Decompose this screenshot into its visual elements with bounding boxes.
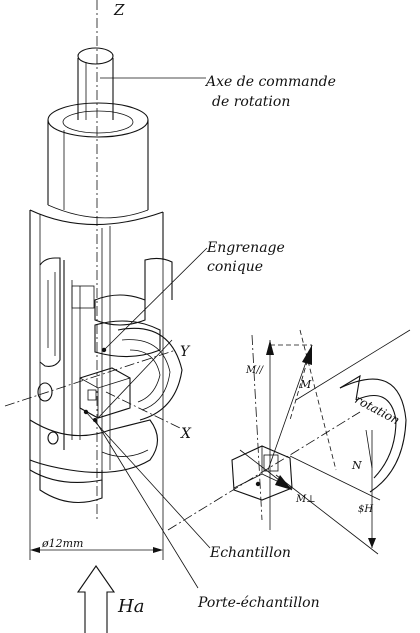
engrenage-label-line1: Engrenage bbox=[206, 240, 285, 256]
field-label: Ha bbox=[117, 596, 144, 617]
x-axis-label: X bbox=[180, 426, 192, 442]
porte-echantillon-label: Porte-échantillon bbox=[197, 595, 320, 611]
normal-label: N bbox=[351, 459, 362, 472]
dimension-label: ø12mm bbox=[41, 537, 83, 550]
leader-lines bbox=[85, 77, 211, 589]
field-h-label: $H bbox=[358, 504, 373, 515]
housing-body bbox=[29, 209, 183, 503]
x-axis-line bbox=[105, 391, 181, 429]
m-perp-label: M⊥ bbox=[295, 494, 316, 505]
engrenage-label-line2: conique bbox=[207, 259, 263, 275]
echantillon-label: Echantillon bbox=[209, 545, 291, 561]
y-axis-line bbox=[4, 349, 177, 407]
field-arrow bbox=[76, 565, 116, 633]
y-axis-label: Y bbox=[180, 344, 191, 360]
control-shaft bbox=[77, 47, 114, 120]
m-label: M bbox=[299, 378, 312, 391]
m-parallel-label: M// bbox=[245, 365, 265, 376]
axe-label-line2: de rotation bbox=[212, 94, 290, 110]
vector-inset bbox=[167, 329, 411, 555]
z-axis-label: Z bbox=[113, 1, 125, 19]
upper-collar bbox=[47, 102, 149, 219]
rotation-label: rotation bbox=[353, 392, 402, 427]
dimension-12mm bbox=[29, 260, 164, 560]
axe-label-line1: Axe de commande bbox=[204, 74, 336, 90]
